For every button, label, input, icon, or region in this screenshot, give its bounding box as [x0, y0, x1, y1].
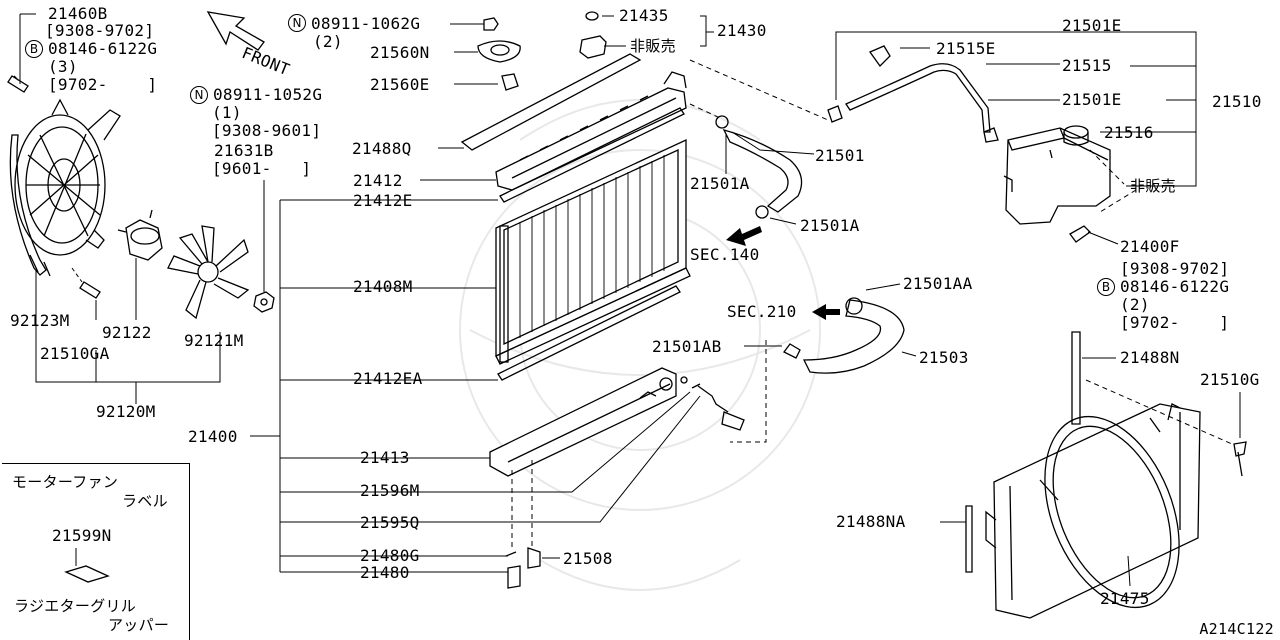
part-21412e: 21412E [353, 191, 413, 210]
part-08146-6122g: 08146-6122G [48, 39, 158, 58]
part-21501aa: 21501AA [903, 274, 973, 293]
part-21400: 21400 [188, 427, 238, 446]
part-21460b: 21460B [48, 4, 108, 23]
part-92120m: 92120M [96, 402, 156, 421]
part-21475: 21475 [1100, 589, 1150, 608]
bolt-date-right: [9702- ] [1120, 313, 1230, 332]
reservoir-tank-drawing [1003, 125, 1111, 243]
label-inset-box [2, 463, 190, 640]
drain-plug-drawing [505, 460, 541, 589]
part-21501a-lower: 21501A [800, 216, 860, 235]
part-21408m: 21408M [353, 277, 413, 296]
part-21480g: 21480G [360, 546, 420, 565]
shroud-bolt-drawing [1085, 379, 1247, 477]
motor-fan-label-line2: ラベル [122, 492, 168, 510]
overflow-hose-drawing [827, 45, 999, 143]
fan-blade-drawing [167, 225, 250, 320]
part-08911-1062g: 08911-1062G [311, 14, 421, 33]
nut-qty-top: (2) [313, 32, 343, 51]
part-21480: 21480 [360, 563, 410, 582]
part-21460b-date: [9308-9702] [45, 21, 155, 40]
part-21631b-date: [9601- ] [212, 159, 312, 178]
sec-arrow-icon [726, 226, 840, 320]
part-21501ab: 21501AB [652, 337, 722, 356]
bolt-qty-right: (2) [1120, 295, 1150, 314]
bolt-symbol: B [25, 40, 43, 58]
part-21510g: 21510G [1200, 370, 1260, 389]
front-arrow-icon [206, 11, 265, 51]
seal-strip-drawing [965, 331, 1081, 573]
part-21560n: 21560N [370, 43, 430, 62]
part-08911-1052g: 08911-1052G [213, 85, 323, 104]
fan-shroud-drawing [9, 98, 121, 277]
part-21503: 21503 [919, 348, 969, 367]
part-21430: 21430 [717, 21, 767, 40]
part-21515e: 21515E [936, 39, 996, 58]
part-21599n: 21599N [52, 526, 112, 545]
radiator-shroud-drawing [985, 403, 1201, 619]
part-21501a-upper: 21501A [690, 174, 750, 193]
part-08146-6122g-right: 08146-6122G [1120, 277, 1230, 296]
part-21510ga: 21510GA [40, 344, 110, 363]
part-21488na: 21488NA [836, 512, 906, 531]
upper-tank-drawing [495, 71, 687, 191]
part-21412ea: 21412EA [353, 369, 423, 388]
grille-label-line1: ラジエターグリル [14, 597, 137, 615]
hose-leaders [725, 131, 917, 357]
part-21595q: 21595Q [360, 513, 420, 532]
part-21488n: 21488N [1120, 348, 1180, 367]
bolt-drawing [7, 75, 101, 299]
nut-drawing [253, 291, 275, 313]
part-21510: 21510 [1212, 92, 1262, 111]
part-21400f: 21400F [1120, 237, 1180, 256]
part-21488q: 21488Q [352, 139, 412, 158]
shroud-leaders [940, 357, 1241, 587]
cap-drawing [477, 11, 607, 91]
bolt-qty: (3) [48, 57, 78, 76]
grille-label-line2: アッパー [108, 616, 170, 634]
center-leaders [250, 15, 714, 573]
upper-hose-drawing [689, 59, 829, 219]
part-21400f-date: [9308-9702] [1120, 259, 1230, 278]
fan-motor-drawing [117, 209, 163, 261]
part-92121m: 92121M [184, 331, 244, 350]
part-92123m: 92123M [10, 311, 70, 330]
lower-tank-drawing [489, 367, 688, 477]
part-21413: 21413 [360, 448, 410, 467]
right-leaders [835, 31, 1197, 245]
sec-210-reference: SEC.210 [727, 302, 797, 321]
part-21501: 21501 [815, 146, 865, 165]
bolt-date: [9702- ] [48, 75, 158, 94]
not-sold-label-right: 非販売 [1130, 177, 1176, 195]
nut-symbol: N [190, 86, 208, 104]
not-sold-label: 非販売 [630, 37, 676, 55]
seal-strips-drawing [460, 53, 685, 381]
lower-hose-drawing [730, 297, 905, 443]
part-21596m: 21596M [360, 481, 420, 500]
label-sticker-drawing [64, 548, 110, 583]
part-92122: 92122 [102, 323, 152, 342]
part-21508: 21508 [563, 549, 613, 568]
part-21560e: 21560E [370, 75, 430, 94]
radiator-core-drawing [495, 138, 691, 365]
part-21412: 21412 [353, 171, 403, 190]
part-21435: 21435 [619, 6, 669, 25]
sensor-drawing [691, 383, 745, 431]
sec-140-reference: SEC.140 [690, 245, 760, 264]
nut-date: [9308-9601] [212, 121, 322, 140]
diagram-id: A214C122 [1199, 620, 1274, 638]
part-21501e-top: 21501E [1062, 16, 1122, 35]
part-21501e-mid: 21501E [1062, 90, 1122, 109]
bolt-symbol-right: B [1097, 278, 1115, 296]
left-leaders [19, 13, 265, 404]
part-21631b: 21631B [214, 141, 274, 160]
part-21516: 21516 [1104, 123, 1154, 142]
nut-symbol-top: N [288, 14, 306, 32]
nut-qty: (1) [212, 103, 242, 122]
motor-fan-label-line1: モーターファン [12, 473, 119, 491]
part-21515: 21515 [1062, 56, 1112, 75]
